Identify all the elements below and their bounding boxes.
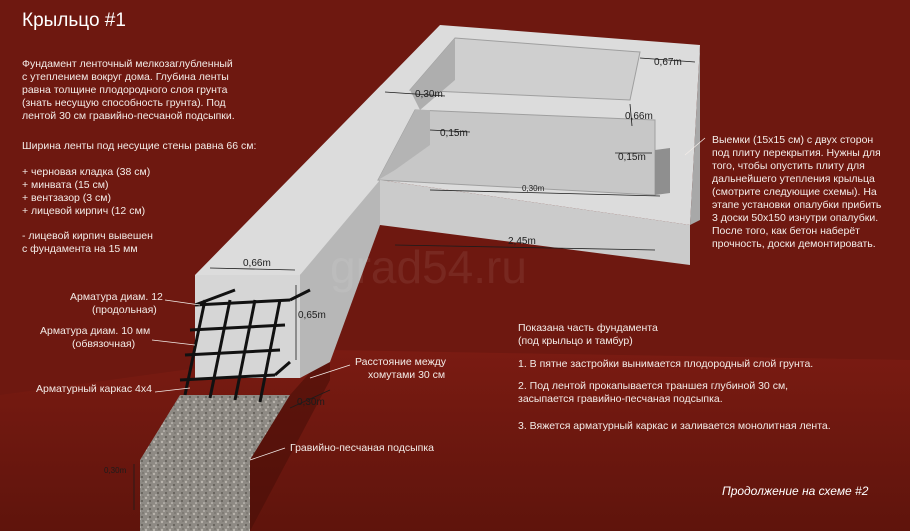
dim-065: 0,65m (298, 310, 326, 321)
label-rebar-12: Арматура диам. 12 (70, 291, 163, 303)
inner-pit-rear (408, 37, 641, 101)
dim-030-front: 0,30m (297, 397, 325, 408)
foundation-right-face (690, 45, 700, 225)
intro-text: Фундамент ленточный мелкозаглубленный с … (22, 58, 235, 122)
label-rebar-10: Арматура диам. 10 мм (40, 325, 150, 337)
label-cage: Арматурный каркас 4x4 (36, 383, 152, 395)
trench-wall (250, 350, 330, 531)
dim-015-b: 0,15m (618, 152, 646, 163)
ground-plane (0, 350, 910, 531)
label-stirrup: Расстояние между (355, 356, 447, 368)
label-stirrup-sub: хомутами 30 см (368, 369, 445, 381)
inner-wall-left (410, 38, 455, 110)
dim-030-trench: 0,30m (104, 466, 127, 475)
dim-030-top: 0,30m (415, 89, 443, 100)
dim-066-mid: 0,66m (625, 111, 653, 122)
page-title: Крыльцо #1 (22, 10, 126, 31)
width-title: Ширина ленты под несущие стены равна 66 … (22, 140, 257, 152)
notch-note: Выемки (15x15 см) с двух сторон под плит… (712, 134, 882, 250)
label-rebar-10-sub: (обвязочная) (72, 338, 135, 350)
inner-wall-mid (378, 110, 430, 180)
dim-066-front: 0,66m (243, 258, 271, 269)
step-2: 2. Под лентой прокапывается траншея глуб… (518, 380, 789, 405)
layers-list: + черновая кладка (38 см) + минвата (15 … (22, 166, 151, 217)
dim-030-inner: 0,30m (522, 184, 545, 193)
gravel-bed-top (140, 395, 290, 460)
step-1: 1. В пятне застройки вынимается плодород… (518, 358, 814, 370)
gravel-bed-front (140, 460, 250, 531)
step-3: 3. Вяжется арматурный каркас и заливаетс… (518, 420, 831, 432)
dim-015-a: 0,15m (440, 128, 468, 139)
dimension-lines (133, 57, 696, 510)
slab-notch (655, 148, 670, 195)
label-gravel: Гравийно-песчаная подсыпка (290, 442, 434, 454)
steps-heading: Показана часть фундамента (под крыльцо и… (518, 322, 658, 347)
dim-067: 0,67m (654, 57, 682, 68)
label-rebar-12-sub: (продольная) (92, 304, 157, 316)
foundation-left-face (300, 180, 380, 378)
brick-note: - лицевой кирпич вывешен с фундамента на… (22, 230, 153, 255)
watermark: grad54.ru (330, 241, 527, 293)
continuation-note: Продолжение на схеме #2 (722, 484, 869, 498)
dim-245: 2,45m (508, 236, 536, 247)
foundation-front-right-face (380, 180, 690, 265)
rebar-cage (179, 288, 311, 403)
leader-lines (151, 137, 706, 461)
